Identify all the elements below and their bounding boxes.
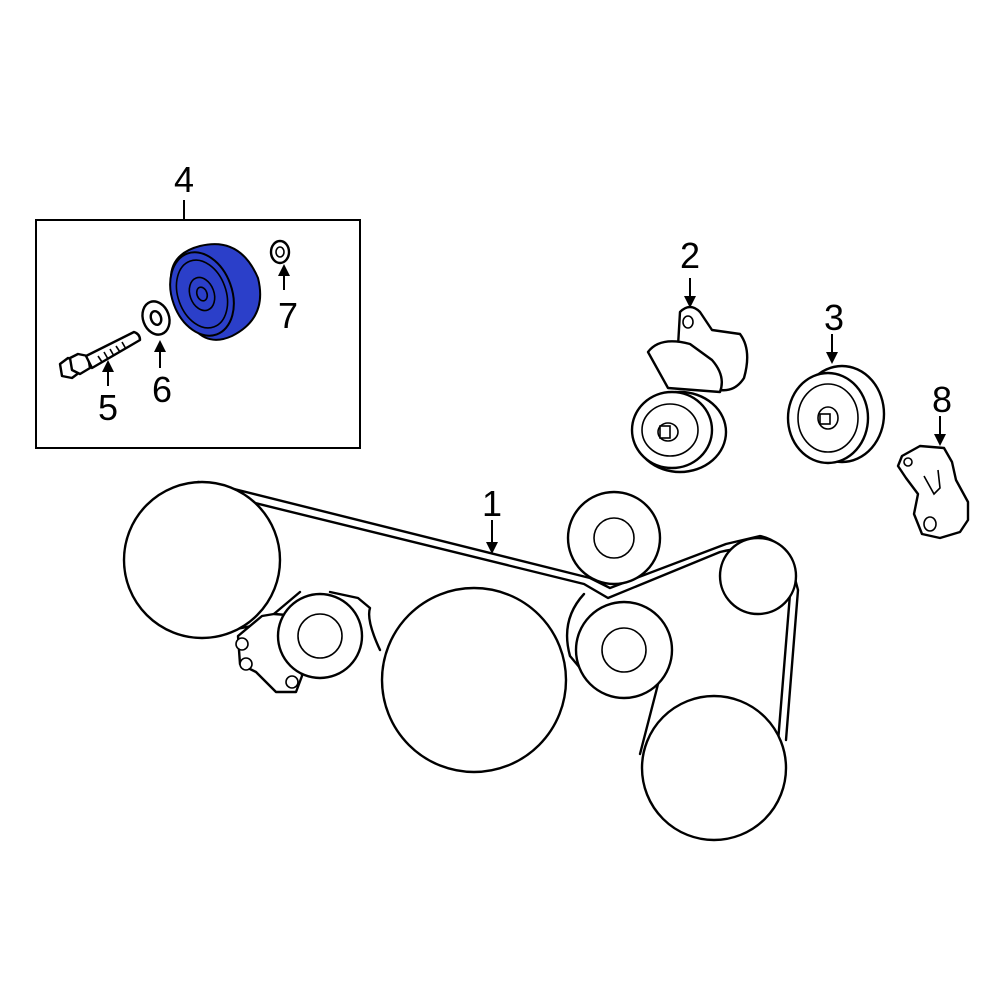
callout-1: 1 <box>482 483 502 524</box>
lower-right-pulley <box>640 694 788 842</box>
callout-3: 3 <box>824 297 844 338</box>
callout-6: 6 <box>152 369 172 410</box>
callout-7: 7 <box>278 295 298 336</box>
belt-routing <box>122 480 800 842</box>
right-small-pulley <box>718 536 798 616</box>
leader-arrows <box>102 264 946 554</box>
middle-idler <box>574 600 674 700</box>
callout-8: 8 <box>932 379 952 420</box>
callout-4: 4 <box>174 159 194 200</box>
center-pulley <box>380 586 568 774</box>
washer-part <box>141 300 171 336</box>
dust-cap-part <box>269 239 291 265</box>
bolt-part <box>58 330 142 380</box>
idler-pulley-part <box>786 364 886 465</box>
tensioner-part <box>630 305 749 474</box>
belt-tensioner-pulley <box>276 592 364 680</box>
crank-pulley <box>122 480 282 640</box>
callout-5: 5 <box>98 387 118 428</box>
highlighted-pulley <box>169 243 262 341</box>
top-idler <box>566 490 662 586</box>
bracket-part <box>896 444 970 540</box>
kit-box <box>35 200 361 449</box>
callout-2: 2 <box>680 235 700 276</box>
